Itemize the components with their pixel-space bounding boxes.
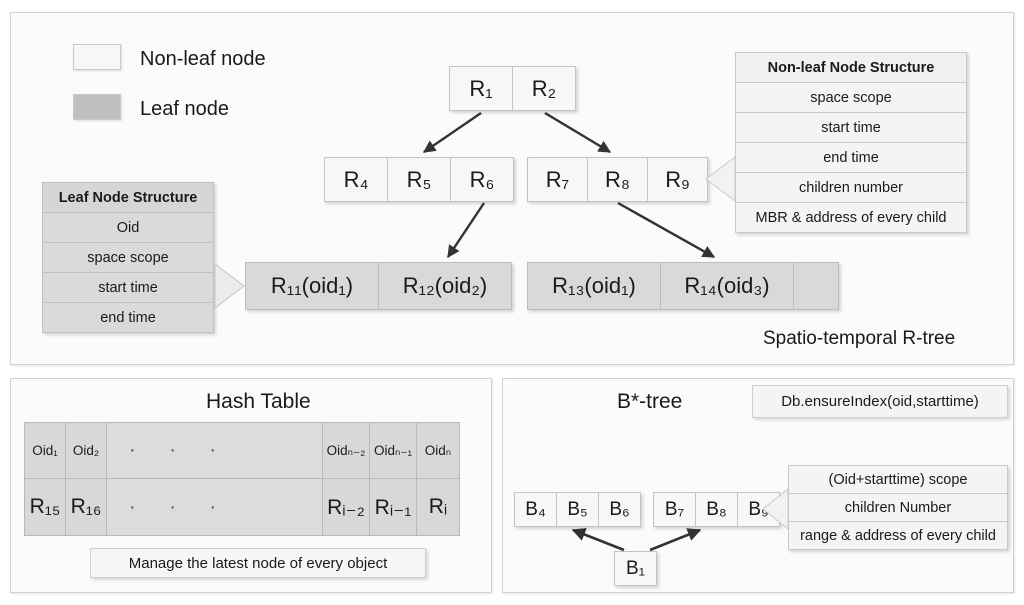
hash-node-ellipsis-label: · · · bbox=[129, 495, 231, 518]
btree-ensure-index-label: Db.ensureIndex(oid,starttime) bbox=[781, 393, 979, 410]
rtree-caption: Spatio-temporal R-tree bbox=[763, 328, 956, 349]
rtree-internal-node-left: R₄ R₅ R₆ bbox=[324, 157, 514, 202]
non-leaf-node-structure-table: Non-leaf Node Structure space scope star… bbox=[735, 52, 967, 233]
rtree-leaf-r14[interactable]: R₁₄(oid₃) bbox=[660, 262, 794, 310]
hash-oid-cell-2[interactable]: Oid₂ bbox=[65, 422, 107, 479]
hash-node-cell-i-1-label: Rᵢ₋₁ bbox=[374, 495, 412, 519]
non-leaf-structure-row-end-time: end time bbox=[735, 142, 967, 173]
hash-oid-cell-ellipsis: · · · bbox=[106, 422, 323, 479]
rtree-node-r6[interactable]: R₆ bbox=[450, 157, 514, 202]
rtree-internal-node-right: R₇ R₈ R₉ bbox=[527, 157, 708, 202]
rtree-node-r8-label: R₈ bbox=[604, 166, 630, 192]
rtree-node-r2[interactable]: R₂ bbox=[512, 66, 576, 111]
rtree-leaf-r11[interactable]: R₁₁(oid₁) bbox=[245, 262, 379, 310]
hash-oid-cell-n-1[interactable]: Oidₙ₋₁ bbox=[369, 422, 417, 479]
rtree-leaf-r13[interactable]: R₁₃(oid₁) bbox=[527, 262, 661, 310]
btree-node-b7-label: B₇ bbox=[664, 498, 685, 520]
non-leaf-structure-row-mbr-address: MBR & address of every child bbox=[735, 202, 967, 233]
btree-node-b9-label: B₉ bbox=[748, 498, 769, 520]
hash-oid-ellipsis-label: · · · bbox=[129, 439, 231, 461]
hash-node-cell-2[interactable]: R₁₆ bbox=[65, 478, 107, 536]
rtree-node-r5[interactable]: R₅ bbox=[387, 157, 451, 202]
rtree-node-r8[interactable]: R₈ bbox=[587, 157, 648, 202]
legend-label-leaf: Leaf node bbox=[140, 98, 229, 120]
hash-node-cell-i-2[interactable]: Rᵢ₋₂ bbox=[322, 478, 370, 536]
rtree-node-r9[interactable]: R₉ bbox=[647, 157, 708, 202]
rtree-node-r9-label: R₉ bbox=[665, 166, 690, 192]
rtree-leaf-node-left: R₁₁(oid₁) R₁₂(oid₂) bbox=[245, 262, 512, 310]
non-leaf-structure-title: Non-leaf Node Structure bbox=[735, 52, 967, 83]
hash-footer-box: Manage the latest node of every object bbox=[90, 548, 426, 578]
rtree-leaf-r14-label: R₁₄(oid₃) bbox=[684, 273, 770, 298]
hash-oid-cell-1-label: Oid₁ bbox=[32, 443, 58, 458]
hash-node-cell-i-2-label: Rᵢ₋₂ bbox=[327, 495, 365, 519]
rtree-leaf-empty[interactable] bbox=[793, 262, 839, 310]
btree-node-b1[interactable]: B₁ bbox=[614, 551, 657, 586]
rtree-node-r5-label: R₅ bbox=[406, 166, 432, 192]
btree-node-b4[interactable]: B₄ bbox=[514, 492, 557, 527]
btree-node-b5[interactable]: B₅ bbox=[556, 492, 599, 527]
hash-node-cell-i-1[interactable]: Rᵢ₋₁ bbox=[369, 478, 417, 536]
rtree-node-r4-label: R₄ bbox=[343, 166, 369, 192]
rtree-node-r4[interactable]: R₄ bbox=[324, 157, 388, 202]
btree-node-b8[interactable]: B₈ bbox=[695, 492, 738, 527]
btree-node-b4-label: B₄ bbox=[525, 498, 546, 520]
btree-node-b6[interactable]: B₆ bbox=[598, 492, 641, 527]
leaf-structure-row-start-time: start time bbox=[42, 272, 214, 303]
btree-title: B*-tree bbox=[617, 390, 683, 413]
legend-swatch-leaf bbox=[73, 94, 121, 120]
leaf-structure-row-end-time: end time bbox=[42, 302, 214, 333]
rtree-leaf-r13-label: R₁₃(oid₁) bbox=[552, 273, 636, 298]
rtree-node-r1[interactable]: R₁ bbox=[449, 66, 513, 111]
non-leaf-structure-row-children-number: children number bbox=[735, 172, 967, 203]
btree-node-b7[interactable]: B₇ bbox=[653, 492, 696, 527]
rtree-node-r1-label: R₁ bbox=[469, 75, 493, 101]
btree-structure-row-children-number: children Number bbox=[788, 493, 1008, 522]
leaf-structure-row-space-scope: space scope bbox=[42, 242, 214, 273]
hash-oid-cell-1[interactable]: Oid₁ bbox=[24, 422, 66, 479]
legend-label-non-leaf: Non-leaf node bbox=[140, 48, 266, 70]
btree-node-group-right: B₇ B₈ B₉ bbox=[653, 492, 780, 527]
hash-oid-cell-n-2-label: Oidₙ₋₂ bbox=[326, 442, 366, 458]
rtree-leaf-r11-label: R₁₁(oid₁) bbox=[270, 273, 354, 298]
btree-node-group-left: B₄ B₅ B₆ bbox=[514, 492, 641, 527]
leaf-structure-row-oid: Oid bbox=[42, 212, 214, 243]
rtree-node-r7-label: R₇ bbox=[545, 166, 570, 192]
btree-node-b6-label: B₆ bbox=[609, 498, 630, 520]
btree-node-b8-label: B₈ bbox=[706, 498, 727, 520]
rtree-leaf-node-right: R₁₃(oid₁) R₁₄(oid₃) bbox=[527, 262, 839, 310]
hash-node-cell-2-label: R₁₆ bbox=[70, 495, 102, 518]
non-leaf-structure-row-start-time: start time bbox=[735, 112, 967, 143]
rtree-root-node: R₁ R₂ bbox=[449, 66, 576, 111]
btree-structure-row-scope: (Oid+starttime) scope bbox=[788, 465, 1008, 494]
hash-node-cell-1[interactable]: R₁₅ bbox=[24, 478, 66, 536]
btree-node-b5-label: B₅ bbox=[567, 498, 588, 520]
hash-footer-label: Manage the latest node of every object bbox=[128, 554, 388, 572]
hash-oid-cell-2-label: Oid₂ bbox=[72, 443, 100, 458]
hash-oid-cell-n-label: Oidₙ bbox=[424, 442, 452, 458]
hash-oid-cell-n[interactable]: Oidₙ bbox=[416, 422, 460, 479]
legend-swatch-non-leaf bbox=[73, 44, 121, 70]
rtree-node-r6-label: R₆ bbox=[469, 166, 495, 192]
hash-node-cell-i-label: Rᵢ bbox=[428, 495, 448, 518]
btree-node-b1-label: B₁ bbox=[625, 557, 646, 579]
btree-root-node: B₁ bbox=[614, 551, 657, 586]
btree-structure-row-range-address: range & address of every child bbox=[788, 521, 1008, 550]
hash-oid-cell-n-2[interactable]: Oidₙ₋₂ bbox=[322, 422, 370, 479]
rtree-leaf-r12[interactable]: R₁₂(oid₂) bbox=[378, 262, 512, 310]
hash-node-cell-1-label: R₁₅ bbox=[29, 495, 61, 518]
non-leaf-structure-row-space-scope: space scope bbox=[735, 82, 967, 113]
rtree-leaf-r12-label: R₁₂(oid₂) bbox=[402, 273, 488, 298]
btree-node-b9[interactable]: B₉ bbox=[737, 492, 780, 527]
hash-node-cell-ellipsis: · · · bbox=[106, 478, 323, 536]
leaf-structure-title: Leaf Node Structure bbox=[42, 182, 214, 213]
hash-table-title: Hash Table bbox=[206, 390, 311, 413]
leaf-node-structure-table: Leaf Node Structure Oid space scope star… bbox=[42, 182, 214, 333]
hash-oid-cell-n-1-label: Oidₙ₋₁ bbox=[373, 442, 413, 458]
rtree-node-r7[interactable]: R₇ bbox=[527, 157, 588, 202]
btree-structure-table: (Oid+starttime) scope children Number ra… bbox=[788, 465, 1008, 550]
hash-node-cell-i[interactable]: Rᵢ bbox=[416, 478, 460, 536]
rtree-node-r2-label: R₂ bbox=[531, 75, 557, 101]
btree-ensure-index-box[interactable]: Db.ensureIndex(oid,starttime) bbox=[752, 385, 1008, 418]
